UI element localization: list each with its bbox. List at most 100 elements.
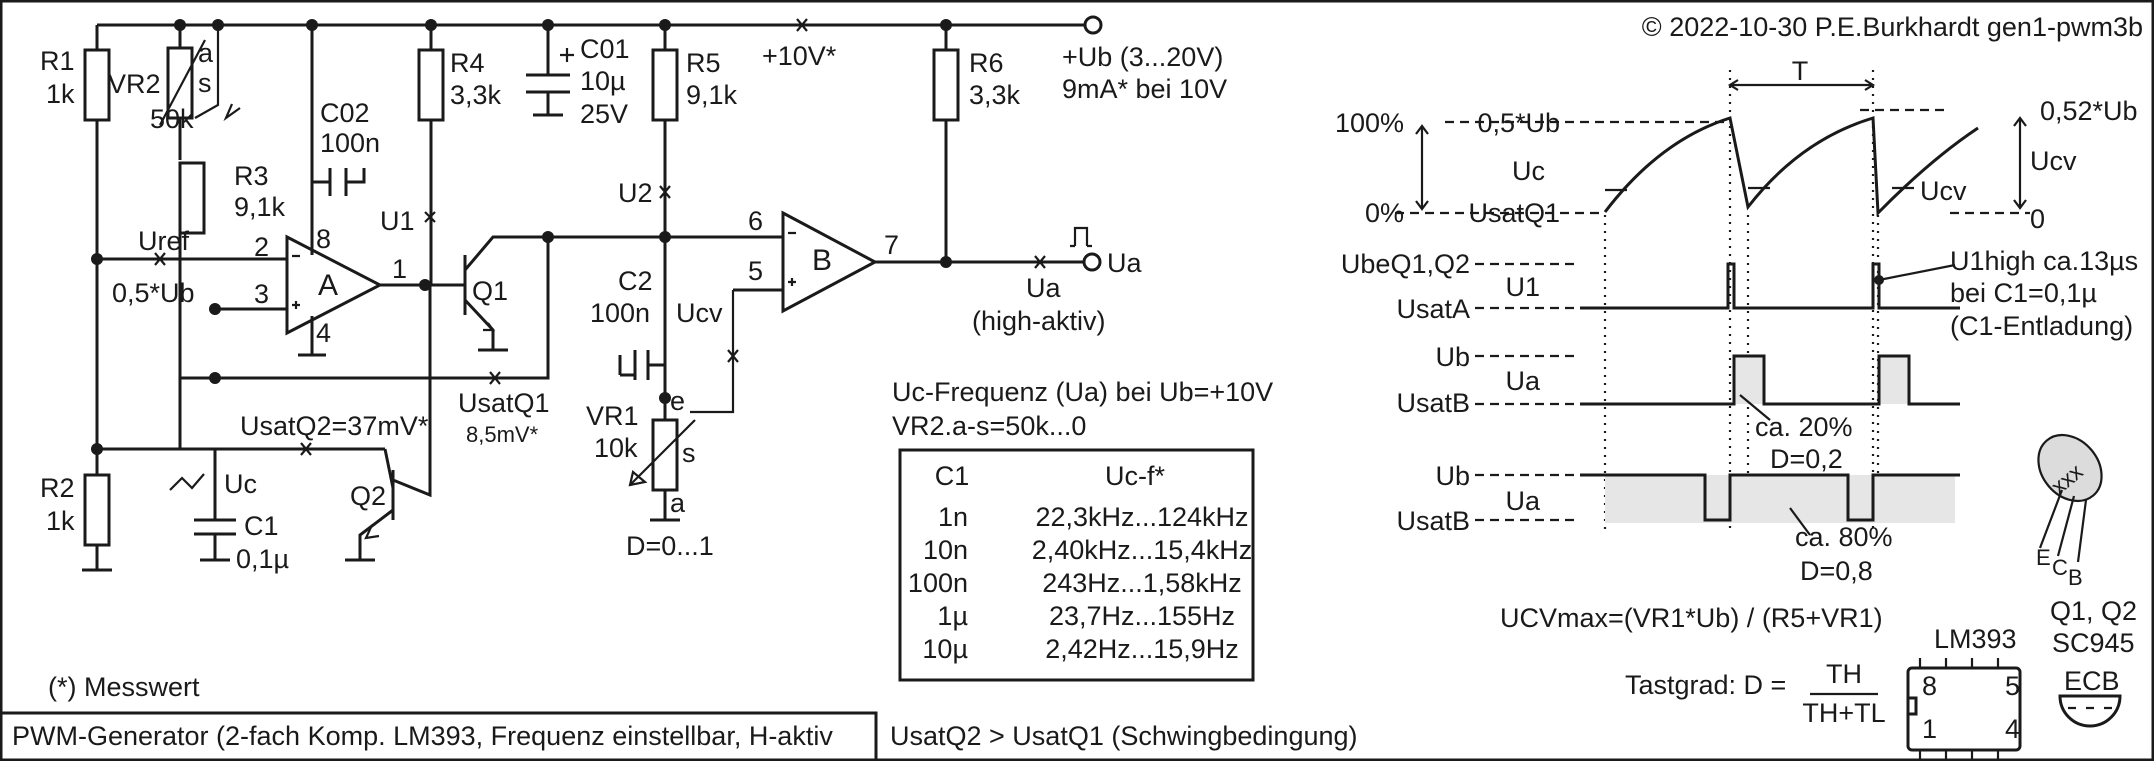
capacitor-c1 [169, 450, 236, 562]
ucv-right-label: Ucv [2030, 146, 2077, 176]
uc-net-label: Uc [224, 469, 257, 499]
c01-value: 10µ [580, 66, 626, 96]
vr2-value: 50k [150, 104, 194, 134]
resistor-r5 [651, 25, 679, 404]
feedback-wire [180, 237, 550, 380]
oscillation-condition: UsatQ2 > UsatQ1 (Schwingbedingung) [890, 721, 1358, 751]
u1-note-2: bei C1=0,1µ [1950, 278, 2097, 308]
ua-mode-label: (high-aktiv) [972, 306, 1106, 336]
resistor-r3 [178, 161, 221, 450]
r2-name: R2 [40, 473, 75, 503]
pct100-label: 100% [1335, 108, 1404, 138]
c01-voltage: 25V [580, 99, 628, 129]
vr2-pin-a: a [198, 38, 214, 68]
r5-name: R5 [686, 48, 721, 78]
comp-b-pin5: 5 [748, 256, 763, 286]
title-block [1, 711, 878, 760]
usatq2-marker [300, 442, 312, 456]
frequency-table [898, 448, 1255, 682]
table-row-freq: 2,42Hz...15,9Hz [1045, 634, 1239, 664]
tastgrad-label: Tastgrad: D = [1625, 670, 1786, 700]
lm393-label: LM393 [1934, 624, 2017, 654]
table-header-c1: C1 [935, 461, 970, 491]
r4-name: R4 [450, 48, 485, 78]
usatq1-value: 8,5mV* [466, 422, 539, 447]
table-header-ucf: Uc-f* [1105, 461, 1165, 491]
comp-a-name: A [318, 269, 338, 302]
ucvmax-formula: UCVmax=(VR1*Ub) / (R5+VR1) [1500, 603, 1883, 633]
lm393-pin8: 8 [1922, 671, 1937, 701]
to92-pin-e: E [2036, 545, 2051, 570]
period-label: T [1792, 56, 1809, 86]
uc-timing-label: Uc [1512, 156, 1545, 186]
capacitor-c02 [312, 168, 366, 196]
ub2-label: Ub [1435, 461, 1470, 491]
transistor-label: Q1, Q2 [2050, 596, 2137, 626]
usatq1-marker [489, 371, 501, 385]
r3-name: R3 [234, 161, 269, 191]
u1-label: U1 [380, 206, 415, 236]
c1-name: C1 [244, 511, 279, 541]
comparator-b [548, 25, 1102, 314]
comp-b-pin6: 6 [748, 206, 763, 236]
vr1-name: VR1 [586, 401, 639, 431]
r5-value: 9,1k [686, 80, 738, 110]
lm393-pin4: 4 [2005, 714, 2020, 744]
comp-b-name: B [812, 244, 832, 277]
transistor-part: SC945 [2052, 628, 2135, 658]
potentiometer-vr1 [628, 290, 739, 522]
c1-value: 0,1µ [236, 544, 289, 574]
to92-package [2037, 433, 2122, 728]
comp-a-pin8: 8 [316, 224, 331, 254]
comp-a-pin2: 2 [254, 232, 269, 262]
u1-note-1: U1high ca.13µs [1950, 246, 2138, 276]
lm393-pin5: 5 [2005, 671, 2020, 701]
to92-pin-c: C [2052, 555, 2068, 580]
half-ub-timing-label: 0,5*Ub [1477, 108, 1560, 138]
copyright-text: © 2022-10-30 P.E.Burkhardt gen1-pwm3b [1642, 12, 2143, 42]
comparator-a [97, 25, 431, 357]
ucv-net-label: Ucv [676, 298, 723, 328]
to92-pin-b: B [2068, 565, 2083, 590]
u1-timing-label: U1 [1505, 272, 1540, 302]
ua2-label: Ua [1505, 486, 1540, 516]
table-row-c1: 1µ [937, 601, 968, 631]
q2-name: Q2 [350, 481, 386, 511]
potentiometer-vr2 [159, 25, 241, 160]
r1-value: 1k [46, 79, 75, 109]
table-row-freq: 23,7Hz...155Hz [1049, 601, 1235, 631]
table-row-c1: 100n [908, 568, 968, 598]
comp-a-pin1: 1 [392, 254, 407, 284]
r4-value: 3,3k [450, 80, 502, 110]
tastgrad-denominator: TH+TL [1802, 698, 1885, 728]
u1-note-3: (C1-Entladung) [1950, 311, 2133, 341]
r1-name: R1 [40, 46, 75, 76]
vr2-name: VR2 [108, 69, 161, 99]
usatb1-label: UsatB [1396, 388, 1470, 418]
q1-name: Q1 [472, 276, 508, 306]
table-row-c1: 10µ [922, 634, 968, 664]
measured-note: (*) Messwert [48, 672, 200, 702]
usatq1-timing-label: UsatQ1 [1468, 198, 1560, 228]
u2-label: U2 [618, 178, 653, 208]
r6-value: 3,3k [969, 80, 1021, 110]
freq-title: Uc-Frequenz (Ua) bei Ub=+10V [892, 377, 1273, 407]
capacitor-c2 [618, 350, 665, 380]
transistor-pinout: ECB [2064, 666, 2120, 696]
ua1-label: Ua [1505, 366, 1540, 396]
uref-label: Uref [138, 226, 190, 256]
usatq2-label: UsatQ2=37mV* [240, 411, 429, 441]
duty2-d-label: D=0,8 [1800, 556, 1873, 586]
r2-value: 1k [46, 506, 75, 536]
supply-label: +Ub (3...20V) [1062, 42, 1223, 72]
transistor-q1 [425, 231, 554, 352]
uref-marker [154, 252, 166, 266]
usata-label: UsatA [1396, 294, 1470, 324]
supply-current: 9mA* bei 10V [1062, 74, 1227, 104]
table-row-freq: 2,40kHz...15,4kHz [1032, 535, 1253, 565]
high-ub-label: 0,52*Ub [2040, 96, 2138, 126]
c01-name: C01 [580, 34, 630, 64]
ua-desc-label: Ua [1026, 273, 1061, 303]
